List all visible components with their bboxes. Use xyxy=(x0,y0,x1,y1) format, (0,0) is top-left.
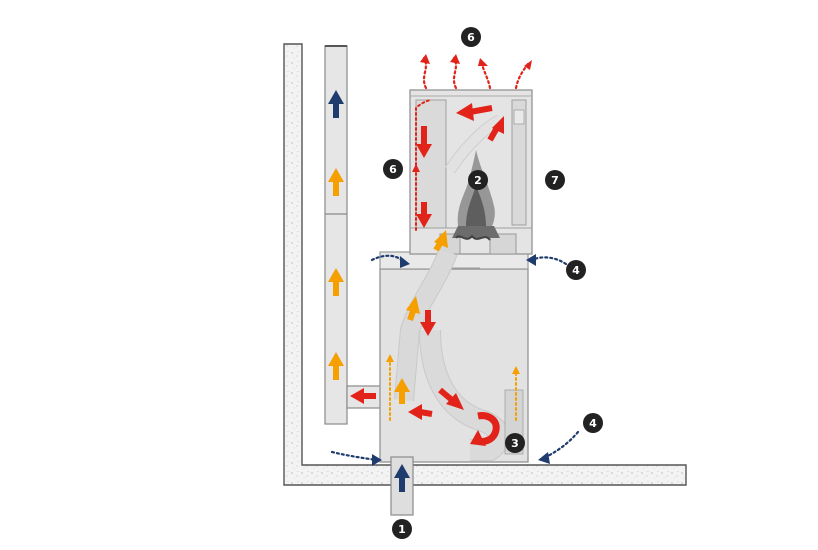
marker-6: 6 xyxy=(461,27,481,47)
svg-text:4: 4 xyxy=(589,417,597,430)
svg-text:2: 2 xyxy=(474,174,482,187)
marker-4-floor: 4 xyxy=(583,413,603,433)
heated-air-arrows xyxy=(328,168,448,404)
marker-4-side: 4 xyxy=(566,260,586,280)
hot-air-arrows xyxy=(350,103,504,446)
numbered-markers: 6 6 2 7 4 4 3 1 xyxy=(383,27,603,539)
internal-ducting xyxy=(394,114,510,461)
svg-text:7: 7 xyxy=(551,174,559,187)
burner xyxy=(452,226,500,241)
marker-1: 1 xyxy=(392,519,412,539)
wall-floor xyxy=(283,43,687,486)
marker-3: 3 xyxy=(505,433,525,453)
marker-5: 6 xyxy=(383,159,403,179)
cold-air-arrows xyxy=(328,90,410,492)
svg-text:6: 6 xyxy=(389,163,397,176)
marker-2: 2 xyxy=(468,170,488,190)
dotted-airflows xyxy=(330,54,580,466)
marker-7: 7 xyxy=(545,170,565,190)
svg-text:6: 6 xyxy=(467,31,475,44)
svg-text:3: 3 xyxy=(511,437,519,450)
flue-duct xyxy=(324,45,348,425)
svg-text:1: 1 xyxy=(398,523,406,536)
svg-text:4: 4 xyxy=(572,264,580,277)
